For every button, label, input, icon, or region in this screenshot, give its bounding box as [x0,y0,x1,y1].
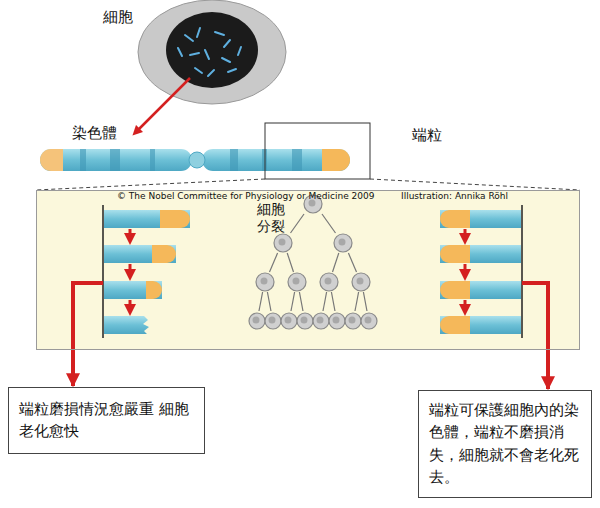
note-text: 端粒可保護細胞內的染色體，端粒不磨損消失，細胞就不會老化死去。 [429,399,581,489]
red-bracket [73,283,103,350]
cell-illustration [138,0,286,104]
shortening-chromosomes [103,205,190,338]
cell-division [249,195,377,329]
red-arrow [71,350,75,386]
panel-caption: © The Nobel Committee for Physiology or … [117,191,374,202]
telomere-label: 端粒 [412,126,442,145]
red-arrow [546,350,550,389]
chromosome-label: 染色體 [72,124,117,143]
cell-label: 細胞 [103,8,133,27]
note-box: 端粒磨損情況愈嚴重 細胞老化愈快 [8,387,205,454]
panel-caption: Illustration: Annika Röhl [401,191,508,202]
chromosome [40,149,350,171]
pointer-arrow [136,78,190,132]
stable-chromosomes [440,205,522,338]
zoom-box [265,123,370,179]
panel-ground [36,190,580,350]
zoom-line [370,179,580,190]
panel-caption: 細胞 分裂 [257,201,288,235]
zoom-line [36,179,265,190]
note-box: 端粒可保護細胞內的染色體，端粒不磨損消失，細胞就不會老化死去。 [418,390,592,498]
zoom-panel: © The Nobel Committee for Physiology or … [36,190,580,350]
note-text: 端粒磨損情況愈嚴重 細胞老化愈快 [19,398,194,443]
red-bracket [522,283,548,350]
